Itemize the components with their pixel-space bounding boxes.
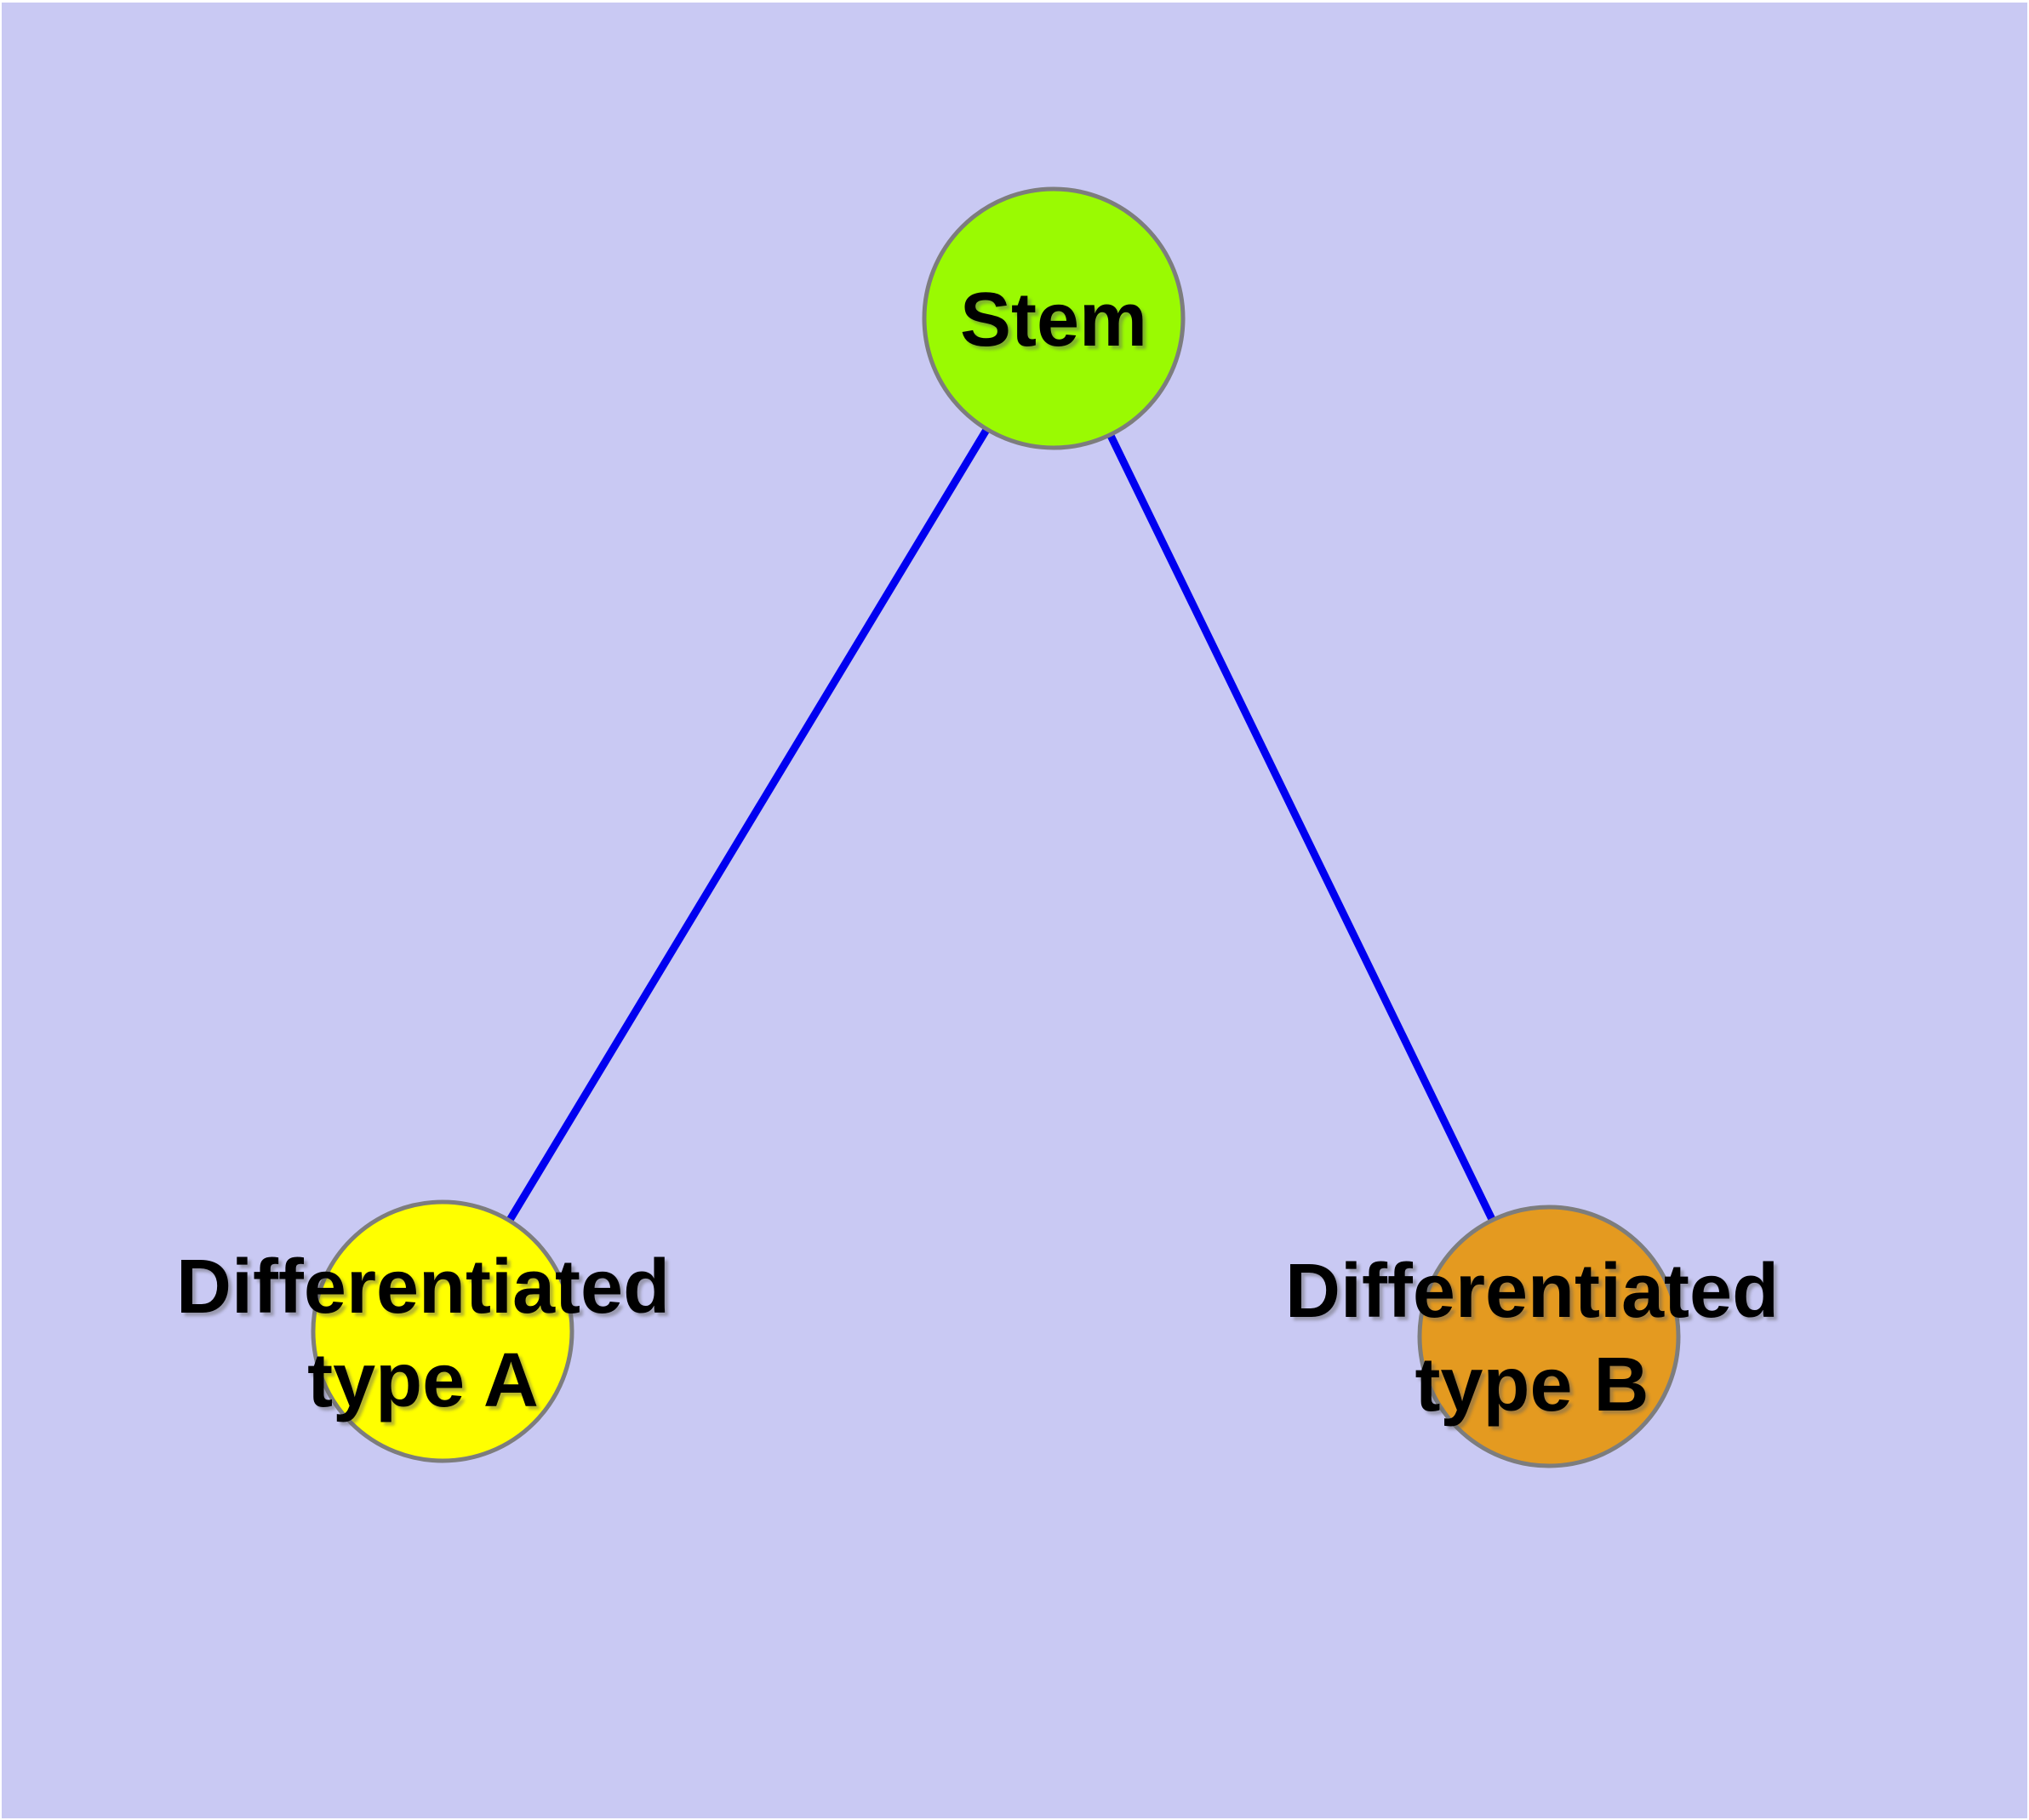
diff-a-node-label: Differentiated type A — [176, 1240, 670, 1428]
diff-a-node-label-line2: type A — [307, 1338, 539, 1423]
diff-b-node-label: Differentiated type B — [1285, 1245, 1779, 1432]
diff-a-node-label-line1: Differentiated — [175, 1245, 671, 1330]
edge-stem-to-diff-b — [1049, 317, 1553, 1338]
diff-b-node-label-line1: Differentiated — [1284, 1249, 1780, 1334]
edge-stem-to-diff-a — [439, 316, 1057, 1334]
diff-a-node-circle — [311, 1199, 574, 1463]
diff-b-node-label-line2: type B — [1415, 1342, 1649, 1428]
stem-node-label: Stem — [959, 278, 1148, 363]
stem-node-circle — [922, 186, 1186, 450]
diff-b-node-circle — [1417, 1205, 1681, 1468]
